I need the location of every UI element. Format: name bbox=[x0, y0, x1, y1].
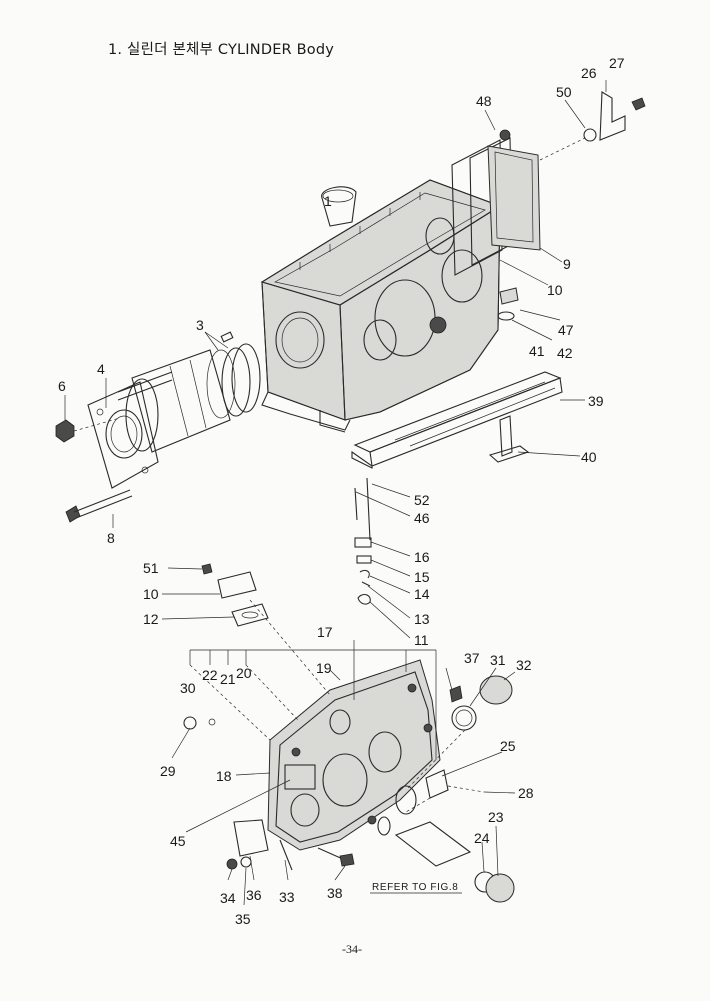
callout-34: 34 bbox=[220, 890, 236, 906]
small-cover-set bbox=[201, 563, 269, 627]
callout-22: 22 bbox=[202, 667, 218, 683]
strainer-parts bbox=[377, 785, 515, 903]
page-title: 1. 실린더 본체부 CYLINDER Body bbox=[108, 42, 335, 58]
callout-29: 29 bbox=[160, 763, 176, 779]
oil-filler-parts bbox=[425, 675, 513, 799]
callout-12: 12 bbox=[143, 611, 159, 627]
lower-fittings bbox=[183, 716, 355, 871]
side-cover-assembly bbox=[451, 129, 541, 276]
callout-23: 23 bbox=[488, 809, 504, 825]
callout-42: 42 bbox=[557, 345, 573, 361]
callout-46: 46 bbox=[414, 510, 430, 526]
plug-washer-set bbox=[497, 287, 519, 321]
callout-1: 1 bbox=[324, 193, 332, 209]
callout-27: 27 bbox=[609, 55, 625, 71]
callout-11: 11 bbox=[414, 632, 429, 648]
callout-21: 21 bbox=[220, 671, 236, 687]
callout-6: 6 bbox=[58, 378, 66, 394]
callout-41: 41 bbox=[529, 343, 545, 359]
callout-51: 51 bbox=[143, 560, 159, 576]
callout-20: 20 bbox=[236, 665, 252, 681]
page-number: -34- bbox=[342, 942, 362, 956]
callout-17: 17 bbox=[317, 624, 333, 640]
callout-28: 28 bbox=[518, 785, 534, 801]
callout-47: 47 bbox=[558, 322, 574, 338]
callout-10-lower: 10 bbox=[143, 586, 159, 602]
gear-case-casting bbox=[267, 659, 441, 851]
callout-9: 9 bbox=[563, 256, 571, 272]
callout-37: 37 bbox=[464, 650, 480, 666]
callout-14: 14 bbox=[414, 586, 430, 602]
governor-linkage-parts bbox=[354, 477, 372, 605]
callout-15: 15 bbox=[414, 569, 430, 585]
cylinder-liner-assembly bbox=[55, 331, 261, 523]
callout-31: 31 bbox=[490, 652, 506, 668]
callout-4: 4 bbox=[97, 361, 105, 377]
callout-33: 33 bbox=[279, 889, 295, 905]
callout-18: 18 bbox=[216, 768, 232, 784]
callout-30: 30 bbox=[180, 680, 196, 696]
callout-40: 40 bbox=[581, 449, 597, 465]
callout-25: 25 bbox=[500, 738, 516, 754]
callout-10-upper: 10 bbox=[547, 282, 563, 298]
leader-lines bbox=[64, 80, 607, 906]
callout-3: 3 bbox=[196, 317, 204, 333]
callout-52: 52 bbox=[414, 492, 430, 508]
callout-36: 36 bbox=[246, 887, 262, 903]
cylinder-body-casting bbox=[260, 179, 502, 433]
callout-numbers: 1 3 4 6 8 9 10 10 11 12 13 14 15 16 17 1… bbox=[58, 55, 625, 927]
callout-26: 26 bbox=[581, 65, 597, 81]
callout-24: 24 bbox=[474, 830, 490, 846]
callout-32: 32 bbox=[516, 657, 532, 673]
callout-35: 35 bbox=[235, 911, 251, 927]
callout-38: 38 bbox=[327, 885, 343, 901]
callout-48: 48 bbox=[476, 93, 492, 109]
bracket-and-plug bbox=[539, 91, 646, 161]
refer-to-fig-note: REFER TO FIG.8 bbox=[370, 882, 462, 894]
callout-45: 45 bbox=[170, 833, 186, 849]
callout-8: 8 bbox=[107, 530, 115, 546]
refer-to-fig-label: REFER TO FIG.8 bbox=[372, 882, 458, 893]
callout-50: 50 bbox=[556, 84, 572, 100]
callout-19: 19 bbox=[316, 660, 332, 676]
callout-39: 39 bbox=[588, 393, 604, 409]
support-rails bbox=[351, 371, 563, 469]
callout-16: 16 bbox=[414, 549, 430, 565]
callout-13: 13 bbox=[414, 611, 430, 627]
